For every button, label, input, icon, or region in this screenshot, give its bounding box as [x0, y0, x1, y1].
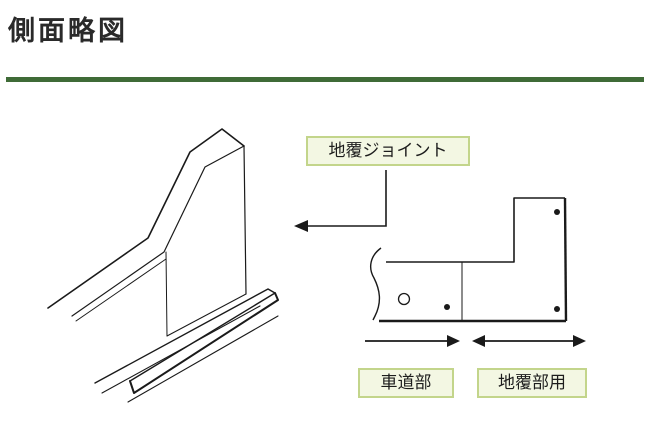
roadway-arrowhead [447, 335, 460, 347]
sketch-base-top [166, 293, 247, 337]
section-dot-top-right [554, 209, 560, 215]
sketch-top-edge [47, 128, 245, 309]
section-bolt-hole [397, 292, 411, 306]
joint-label-text: 地覆ジョイント [328, 140, 448, 161]
joint-label: 地覆ジョイント [306, 136, 470, 166]
section-dot-lower-left [444, 304, 450, 310]
roadway-label: 車道部 [358, 368, 454, 398]
perspective-sketch [47, 128, 279, 403]
section-top-line [386, 197, 565, 263]
curb-label-text: 地覆部用 [498, 372, 566, 393]
sketch-front-edge [71, 145, 245, 317]
sketch-channel-front [101, 305, 261, 394]
section-break-line [369, 247, 382, 321]
curb-arrowhead-left [472, 335, 485, 347]
curb-label: 地覆部用 [477, 368, 587, 398]
joint-callout-line [305, 170, 387, 227]
joint-callout-arrowhead [294, 220, 308, 232]
sketch-channel-lip [129, 292, 279, 394]
section-right-side [563, 197, 568, 322]
page-title: 側面略図 [8, 16, 128, 47]
title-divider [6, 77, 644, 82]
sketch-channel-end [127, 315, 279, 403]
curb-arrowhead-right [573, 335, 586, 347]
section-dot-bottom-right [554, 306, 560, 312]
roadway-label-text: 車道部 [380, 372, 432, 393]
sketch-vertical-inner [165, 251, 168, 337]
sketch-channel-back [94, 288, 276, 384]
sketch-lower-edge [75, 258, 167, 322]
joint-callout [305, 170, 387, 227]
sketch-vertical-outer [243, 145, 247, 295]
cross-section [369, 197, 568, 323]
